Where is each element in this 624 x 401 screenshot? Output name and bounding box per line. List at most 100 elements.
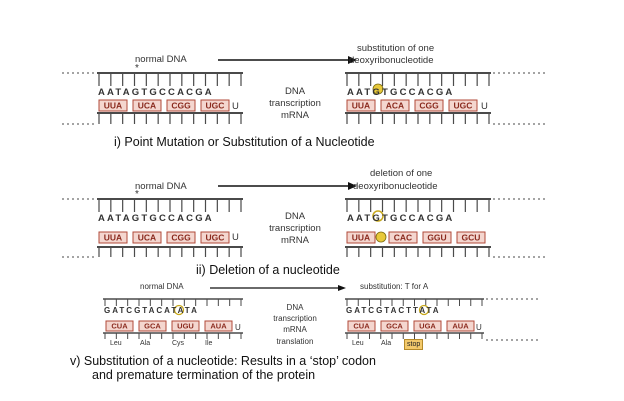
codon-box bbox=[200, 99, 230, 112]
codon-text: GGU bbox=[427, 233, 446, 243]
codon-text: CGG bbox=[171, 233, 191, 243]
mrna-label: mRNA bbox=[281, 234, 309, 246]
deletion-marker-icon bbox=[372, 210, 384, 222]
panel-deletion: UUA UCA CGG UGC UUA CAC GGU GCU * normal DNA d… bbox=[0, 155, 624, 280]
mutation-marker-left-icon bbox=[173, 304, 185, 316]
codon-text: CGG bbox=[419, 101, 439, 111]
codon-text: UGC bbox=[206, 233, 225, 243]
codon-box bbox=[448, 99, 478, 112]
left-dna-sequence: AATAGTGCCACGA bbox=[98, 87, 214, 98]
caption-point-mutation: i) Point Mutation or Substitution of a N… bbox=[114, 135, 375, 149]
codon-text: GCU bbox=[462, 233, 481, 243]
center-labels: DNA transcription mRNA bbox=[250, 211, 340, 247]
codon-box bbox=[456, 231, 486, 244]
codon-text: ACA bbox=[386, 101, 404, 111]
left-trailing-u: U bbox=[232, 232, 239, 243]
codon-box bbox=[171, 320, 200, 332]
codon-box bbox=[98, 99, 128, 112]
codon-box bbox=[204, 320, 233, 332]
codon-box bbox=[347, 320, 376, 332]
codon-text: UCA bbox=[138, 233, 156, 243]
deletion-label-line2: deoxyribonucleotide bbox=[353, 181, 438, 192]
dna-label: DNA bbox=[284, 211, 306, 222]
substitution-label-line1: substitution of one bbox=[357, 43, 435, 54]
codon-text: GCA bbox=[144, 322, 161, 331]
dna-label: DNA bbox=[284, 86, 306, 97]
left-trailing-u: U bbox=[232, 101, 239, 112]
amino-acid-ala-right: Ala bbox=[381, 340, 392, 347]
codon-box bbox=[446, 320, 475, 332]
caption-stop-line2: and premature termination of the protein bbox=[92, 368, 316, 382]
codon-text: UCA bbox=[138, 101, 156, 111]
amino-acid-ala: Ala bbox=[140, 340, 151, 347]
codon-text: UUA bbox=[104, 101, 122, 111]
right-trailing-u: U bbox=[481, 101, 488, 112]
codon-box bbox=[138, 320, 167, 332]
codon-box bbox=[414, 99, 444, 112]
codon-text: CAC bbox=[394, 233, 412, 243]
center-labels: DNA transcription mRNA bbox=[250, 86, 340, 122]
codon-box bbox=[388, 231, 418, 244]
mutation-marker-icon bbox=[372, 83, 384, 95]
left-dna-sequence: GATCGTACATATA bbox=[104, 306, 199, 315]
mutation-marker-right-icon bbox=[418, 304, 430, 316]
right-dna-sequence: AATGTGCCACGA bbox=[347, 213, 455, 224]
codon-text: UUA bbox=[104, 233, 122, 243]
substitution-t-for-a-label: substitution: T for A bbox=[360, 282, 429, 291]
deletion-gap-icon bbox=[375, 231, 387, 243]
dna-label: DNA bbox=[286, 303, 304, 312]
star-marker-icon: * bbox=[135, 63, 139, 74]
right-trailing-u: U bbox=[476, 323, 482, 332]
arrow-head bbox=[348, 56, 357, 64]
codon-text: UUA bbox=[352, 233, 370, 243]
codon-text: AUA bbox=[210, 322, 227, 331]
caption-deletion: ii) Deletion of a nucleotide bbox=[196, 263, 340, 277]
deletion-label-line1: deletion of one bbox=[370, 168, 433, 179]
codon-text: CUA bbox=[111, 322, 128, 331]
codon-box bbox=[380, 99, 410, 112]
translation-label: translation bbox=[276, 336, 314, 346]
codon-text: CGG bbox=[171, 101, 191, 111]
left-trailing-u: U bbox=[235, 323, 241, 332]
center-labels: DNA transcription mRNA translation bbox=[250, 302, 340, 347]
normal-dna-label: normal DNA bbox=[135, 181, 187, 192]
transcription-label: transcription bbox=[269, 222, 321, 234]
transcription-label: transcription bbox=[269, 97, 321, 109]
substitution-label-line2: deoxyribonucleotide bbox=[349, 55, 434, 66]
codon-box bbox=[346, 99, 376, 112]
codon-box bbox=[132, 231, 162, 244]
right-dna-sequence: GATCGTACTTATA bbox=[346, 306, 441, 315]
codon-box bbox=[200, 231, 230, 244]
codon-box bbox=[166, 99, 196, 112]
codon-box bbox=[166, 231, 196, 244]
codon-text: AUA bbox=[452, 322, 469, 331]
arrow-head bbox=[348, 182, 357, 190]
codon-box bbox=[422, 231, 452, 244]
codon-box bbox=[413, 320, 442, 332]
left-dna-sequence: AATAGTGCCACGA bbox=[98, 213, 214, 224]
arrow-head bbox=[338, 285, 346, 291]
codon-text: GCA bbox=[386, 322, 403, 331]
codon-box bbox=[380, 320, 409, 332]
codon-box bbox=[346, 231, 376, 244]
codon-box bbox=[132, 99, 162, 112]
codon-text: UGC bbox=[206, 101, 225, 111]
right-dna-strand bbox=[345, 72, 491, 86]
codon-text: UGC bbox=[454, 101, 473, 111]
codon-text: UGU bbox=[177, 322, 194, 331]
amino-acid-cys: Cys bbox=[172, 340, 185, 347]
normal-dna-label: normal DNA bbox=[135, 54, 187, 65]
codon-box bbox=[98, 231, 128, 244]
codon-text: UUA bbox=[352, 101, 370, 111]
mrna-label: mRNA bbox=[281, 109, 309, 121]
transcription-label: transcription bbox=[273, 314, 317, 324]
normal-dna-label: normal DNA bbox=[140, 282, 184, 291]
caption-stop-line1: v) Substitution of a nucleotide: Results… bbox=[70, 354, 376, 368]
star-marker-icon: * bbox=[135, 189, 139, 200]
right-dna-sequence: AATGTGCCACGA bbox=[347, 87, 455, 98]
amino-acid-leu: Leu bbox=[110, 340, 122, 347]
panel1-drawing: UUA UCA CGG UGC UUA ACA CGG UGC * bbox=[62, 56, 545, 125]
amino-acid-leu-right: Leu bbox=[352, 340, 364, 347]
